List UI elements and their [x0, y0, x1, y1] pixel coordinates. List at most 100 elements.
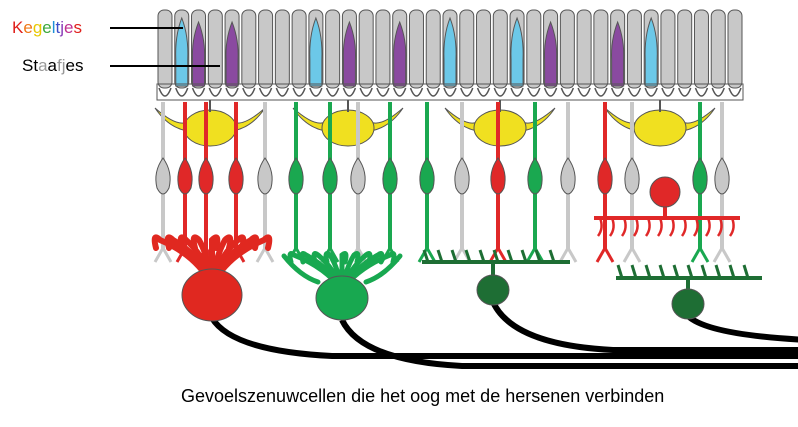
ganglion-darkgreen-soma: [671, 288, 705, 320]
bipolar-soma: [155, 157, 171, 195]
receptor-foot: [678, 87, 692, 97]
ganglion-red-dendrite: [209, 234, 273, 288]
bipolar-soma: [382, 157, 398, 195]
horizontal-cell-body: [183, 109, 237, 147]
rod-body: [425, 9, 441, 89]
ganglion-darkgreen-spine: [436, 249, 444, 263]
rod-body: [157, 9, 173, 89]
receptor-foot: [728, 87, 742, 97]
bipolar-soma: [527, 157, 543, 195]
bipolar-soma: [177, 157, 193, 195]
ganglion-darkgreen-spine: [492, 249, 500, 263]
ganglion-green-dendrite: [363, 253, 403, 285]
cone-purple: [225, 20, 239, 87]
bipolar-soma: [560, 157, 576, 195]
receptor-foot: [175, 87, 189, 97]
amacrine-red-spine: [716, 217, 723, 237]
rod-body: [677, 9, 693, 89]
ganglion-darkgreen-spine: [478, 249, 486, 263]
ganglion-green-soma: [315, 275, 369, 321]
cone-blue: [443, 16, 457, 87]
receptor-foot: [393, 87, 407, 97]
nerve-fiber: [490, 300, 798, 353]
receptor-foot: [309, 87, 323, 97]
cone-blue: [309, 16, 323, 87]
ganglion-darkgreen-spine: [630, 264, 638, 279]
receptor-foot: [560, 87, 575, 97]
bipolar-terminal: [622, 244, 642, 263]
rod-body: [325, 9, 341, 89]
ganglion-darkgreen-spine: [658, 264, 666, 279]
receptor-foot: [627, 87, 642, 97]
amacrine-red-spine: [692, 217, 699, 237]
rod-body: [258, 9, 274, 89]
rod-body: [274, 9, 290, 89]
rod-body: [358, 9, 374, 89]
receptor-foot: [242, 87, 256, 97]
cone-blue: [175, 16, 189, 87]
nerve-fiber: [209, 316, 798, 359]
amacrine-red-spine: [680, 217, 687, 237]
bipolar-soma: [597, 157, 613, 195]
caption: Gevoelszenuwcellen die het oog met de he…: [181, 386, 665, 406]
optic-nerve-fibers: [209, 300, 798, 369]
amacrine-red-spine: [644, 217, 651, 237]
rod-body: [408, 9, 424, 89]
ganglion-darkgreen-spine: [686, 264, 694, 279]
bipolar-soma: [692, 157, 708, 195]
receptor-foot: [191, 87, 206, 97]
bipolar-terminal: [690, 244, 710, 263]
nerve-fiber: [685, 313, 798, 343]
photoreceptor-layer: [156, 9, 744, 101]
ganglion-cell-layer: [151, 176, 762, 322]
cone-purple: [543, 20, 558, 87]
ganglion-darkgreen-spine: [672, 264, 680, 279]
receptor-foot: [325, 87, 340, 97]
receptor-foot: [694, 87, 709, 97]
bipolar-terminal: [595, 244, 615, 263]
amacrine-red-spine: [728, 217, 735, 237]
amacrine-red-soma: [649, 176, 681, 208]
bipolar-terminal: [558, 244, 578, 263]
nerve-fiber: [339, 318, 798, 369]
ganglion-darkgreen-spine: [520, 249, 528, 263]
bipolar-terminal: [525, 244, 545, 263]
rod-body: [476, 9, 492, 89]
rod-body: [559, 9, 575, 89]
bipolar-soma: [419, 157, 435, 195]
receptor-foot: [661, 87, 675, 97]
receptor-foot: [225, 87, 239, 97]
ganglion-darkgreen-spine: [714, 264, 722, 279]
receptor-foot: [543, 87, 558, 97]
ganglion-darkgreen-spine: [548, 249, 556, 263]
cone-purple: [611, 20, 625, 87]
bipolar-soma: [228, 157, 244, 195]
bipolar-soma: [350, 157, 366, 195]
receptor-foot: [493, 87, 507, 97]
receptor-foot: [527, 87, 541, 97]
receptor-foot: [460, 87, 474, 97]
bipolar-terminal: [255, 244, 275, 263]
ganglion-darkgreen-soma: [476, 274, 510, 306]
ganglion-darkgreen-spine: [644, 264, 652, 279]
horizontal-cell-body: [633, 109, 687, 147]
receptor-foot: [158, 87, 172, 97]
receptor-base-band: [156, 83, 744, 101]
ganglion-darkgreen-spine: [742, 264, 750, 279]
amacrine-red-spine: [668, 217, 675, 237]
bipolar-terminal: [488, 244, 508, 263]
receptor-foot: [610, 87, 625, 97]
rod-body: [207, 9, 223, 89]
rod-body: [576, 9, 592, 89]
rod-body: [727, 9, 743, 89]
bipolar-cell-layer: [153, 102, 732, 263]
bipolar-soma: [624, 157, 640, 195]
bipolar-soma: [454, 157, 470, 195]
amacrine-red-spine: [596, 217, 603, 237]
ganglion-darkgreen-spine: [464, 249, 472, 263]
ganglion-darkgreen-spine: [506, 249, 514, 263]
rod-body: [626, 9, 642, 89]
bipolar-soma: [288, 157, 304, 195]
ganglion-darkgreen-spine: [728, 264, 736, 279]
